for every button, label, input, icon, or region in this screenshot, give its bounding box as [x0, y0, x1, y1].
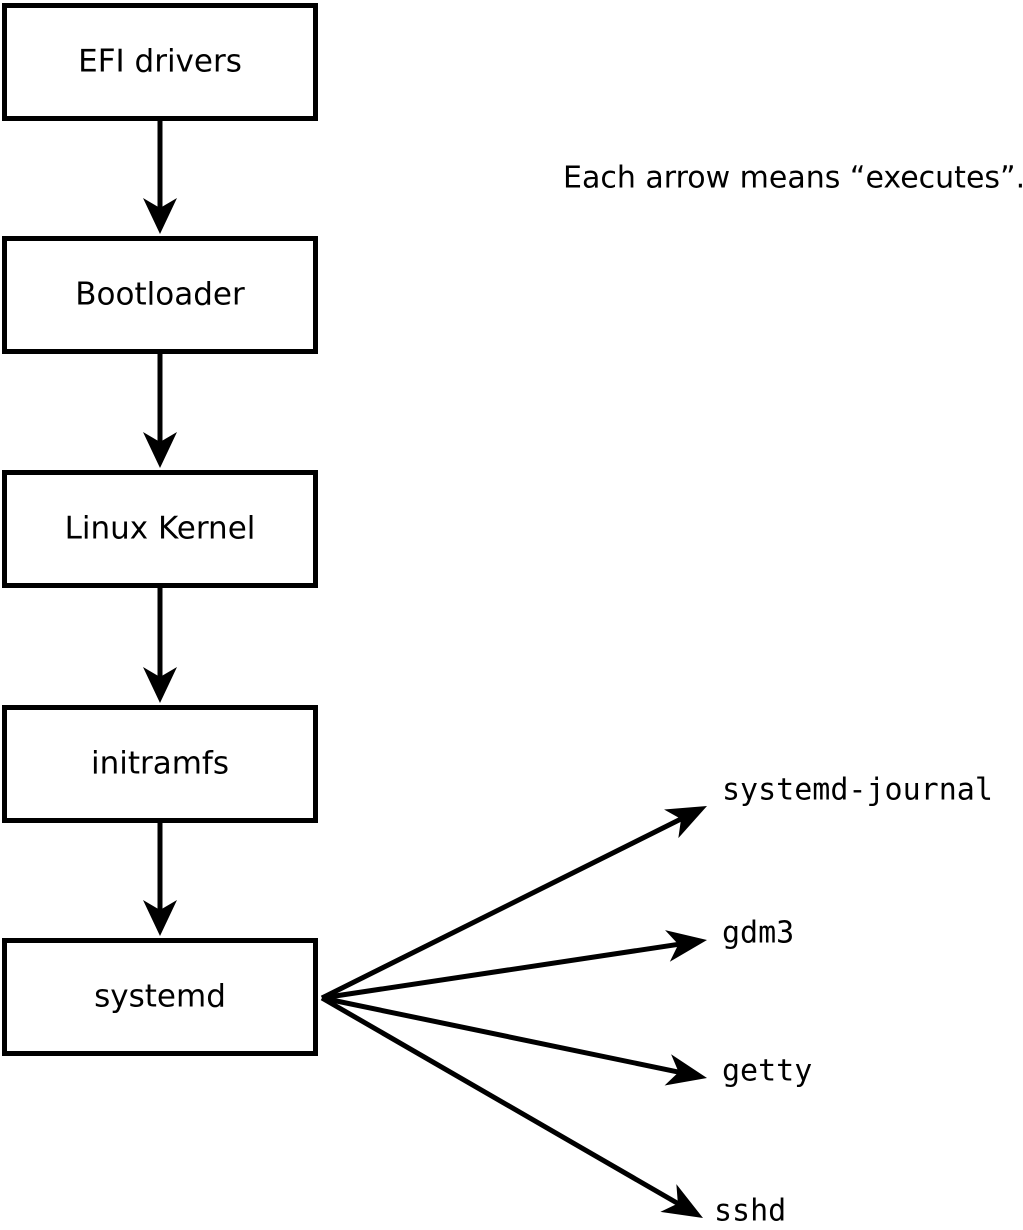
- edge-bootloader-to-linux-kernel: [143, 354, 177, 468]
- arrowhead-icon: [665, 930, 707, 962]
- edge-shaft: [320, 816, 684, 1001]
- chain-node-linux-kernel: Linux Kernel: [2, 470, 318, 588]
- arrowhead-icon: [143, 432, 177, 468]
- fanout-edges: [320, 806, 707, 1218]
- node-label-initramfs: initramfs: [91, 746, 229, 782]
- chain-node-bootloader: Bootloader: [2, 236, 318, 354]
- node-label-efi-drivers: EFI drivers: [78, 44, 242, 80]
- node-label-bootloader: Bootloader: [75, 277, 245, 313]
- arrowhead-icon: [143, 667, 177, 703]
- edge-shaft: [320, 995, 681, 1207]
- arrowhead-icon: [664, 1054, 707, 1086]
- edge-initramfs-to-systemd: [143, 822, 177, 936]
- leaf-label-systemd-journal: systemd-journal: [722, 773, 993, 808]
- edge-systemd-to-gdm3: [321, 930, 707, 1001]
- leaf-label-gdm3: gdm3: [722, 916, 794, 951]
- node-label-linux-kernel: Linux Kernel: [65, 511, 256, 547]
- leaf-label-sshd: sshd: [714, 1194, 786, 1229]
- edge-efi-drivers-to-bootloader: [143, 121, 177, 234]
- arrowhead-icon: [664, 806, 707, 839]
- chain-node-initramfs: initramfs: [2, 705, 318, 823]
- node-box: [2, 938, 318, 1056]
- edge-shaft: [321, 941, 680, 1001]
- arrowhead-icon: [660, 1184, 703, 1218]
- chain-node-systemd: systemd: [2, 938, 318, 1056]
- node-box: [2, 470, 318, 588]
- leaf-label-getty: getty: [722, 1054, 812, 1089]
- edge-systemd-to-getty: [321, 995, 707, 1086]
- node-box: [2, 705, 318, 823]
- edge-linux-kernel-to-initramfs: [143, 588, 177, 703]
- chain-edges: [143, 121, 177, 936]
- edge-shaft: [321, 995, 681, 1075]
- edge-systemd-to-sshd: [320, 995, 703, 1218]
- edge-systemd-to-systemd-journal: [320, 806, 707, 1001]
- node-box: [2, 236, 318, 354]
- arrowhead-icon: [143, 198, 177, 234]
- node-box: [2, 3, 318, 121]
- chain-node-efi-drivers: EFI drivers: [2, 3, 318, 121]
- node-label-systemd: systemd: [94, 979, 226, 1015]
- arrowhead-icon: [143, 900, 177, 936]
- legend-caption: Each arrow means “executes”.: [563, 161, 1023, 196]
